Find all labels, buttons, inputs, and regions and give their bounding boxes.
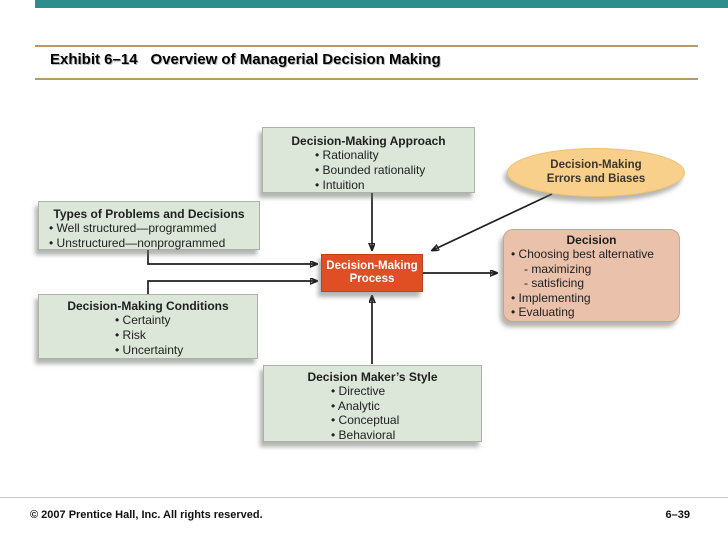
style-item: • Conceptual	[331, 413, 400, 427]
title-rule-top	[35, 45, 698, 47]
decision-subitem: - maximizing	[524, 261, 592, 276]
style-item: • Analytic	[331, 398, 380, 413]
errors-title: Decision-Making Errors and Biases	[546, 159, 646, 185]
approach-item: • Bounded rationality	[315, 163, 426, 177]
arrow-conditions-to-process	[147, 281, 316, 294]
node-decision-making-approach: Decision-Making Approach • Rationality •…	[262, 127, 475, 193]
top-accent-bar	[35, 0, 728, 8]
conditions-item: • Risk	[115, 328, 146, 342]
approach-item: • Rationality	[315, 148, 379, 162]
approach-item: • Intuition	[315, 178, 365, 192]
types-title: Types of Problems and Decisions	[53, 207, 245, 221]
style-list: • Directive • Analytic • Conceptual • Be…	[264, 384, 481, 442]
conditions-item: • Uncertainty	[115, 343, 184, 357]
decision-item: • Implementing	[511, 290, 591, 305]
style-item: • Behavioral	[331, 427, 396, 442]
footer-rule	[0, 497, 728, 498]
node-decision-making-conditions: Decision-Making Conditions • Certainty •…	[38, 294, 258, 359]
node-decision: Decision • Choosing best alternative - m…	[503, 229, 680, 322]
arrow-types-to-process	[147, 250, 316, 264]
decision-list: • Choosing best alternative - maximizing…	[504, 247, 679, 320]
node-types-of-problems: Types of Problems and Decisions • Well s…	[38, 201, 260, 250]
types-item: • Well structured—programmed	[49, 221, 217, 235]
slide-title-text: Overview of Managerial Decision Making	[150, 51, 441, 68]
footer-copyright: © 2007 Prentice Hall, Inc. All rights re…	[30, 509, 263, 521]
approach-title: Decision-Making Approach	[291, 134, 446, 148]
decision-item: • Evaluating	[511, 305, 575, 320]
process-title: Decision-Making Process	[326, 259, 418, 286]
node-errors-and-biases-ellipse: Decision-Making Errors and Biases	[507, 148, 685, 197]
conditions-title: Decision-Making Conditions	[67, 299, 229, 313]
footer-page-number: 6–39	[665, 509, 690, 521]
style-title: Decision Maker’s Style	[307, 370, 438, 384]
approach-list: • Rationality • Bounded rationality • In…	[263, 148, 474, 193]
exhibit-label: Exhibit 6–14	[50, 51, 138, 68]
slide-title: Exhibit 6–14 Overview of Managerial Decis…	[50, 51, 441, 68]
decision-item: • Choosing best alternative	[511, 247, 654, 261]
title-rule-bottom	[35, 78, 698, 80]
node-decision-making-process: Decision-Making Process	[321, 254, 423, 292]
node-decision-makers-style: Decision Maker’s Style • Directive • Ana…	[263, 365, 482, 442]
decision-title: Decision	[566, 233, 617, 247]
types-list: • Well structured—programmed • Unstructu…	[39, 221, 259, 251]
conditions-list: • Certainty • Risk • Uncertainty	[39, 313, 257, 358]
style-item: • Directive	[331, 384, 386, 398]
conditions-item: • Certainty	[115, 313, 171, 327]
types-item: • Unstructured—nonprogrammed	[49, 236, 226, 250]
decision-subitem: - satisficing	[524, 276, 585, 291]
